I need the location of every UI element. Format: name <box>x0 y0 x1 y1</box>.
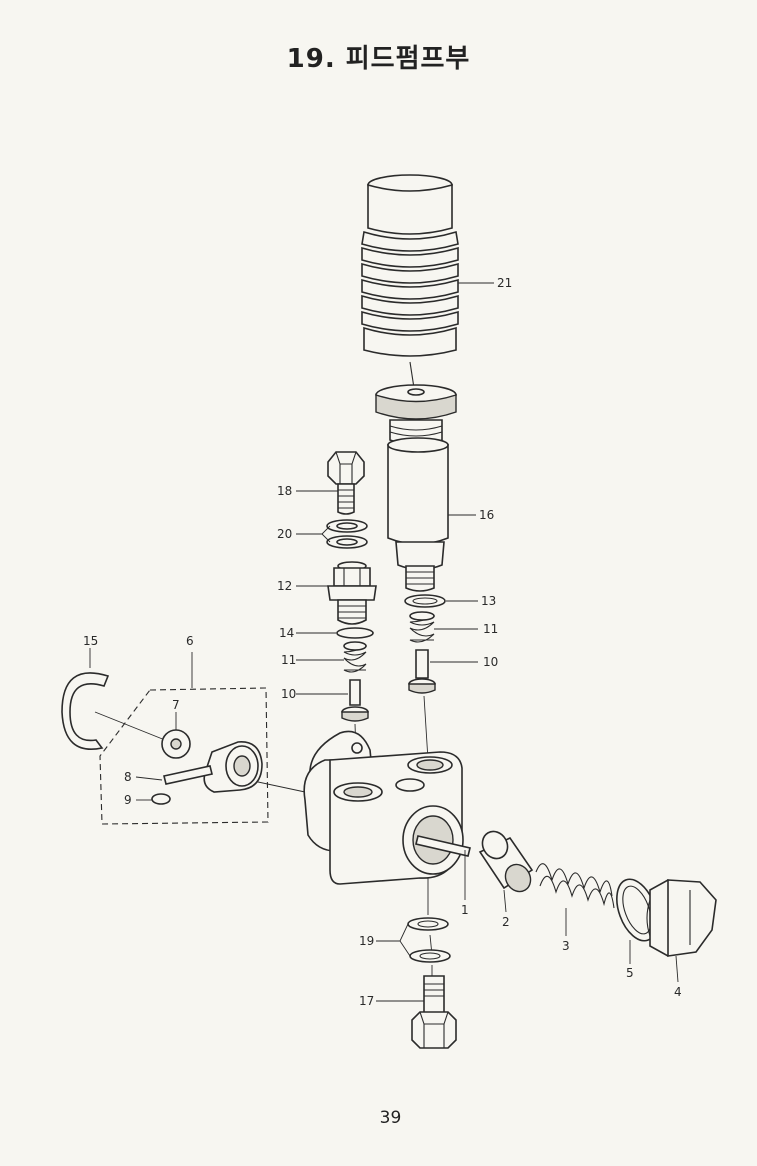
tappet-assembly-part-6 <box>99 652 269 825</box>
o-ring-part-14 <box>336 627 374 639</box>
callout-7: 7 <box>172 698 180 712</box>
callout-labels: 21 16 13 11 10 18 20 12 14 11 10 15 6 7 … <box>83 276 682 1008</box>
piston-part-2 <box>478 830 534 893</box>
callout-5: 5 <box>626 966 634 980</box>
plug-part-4 <box>646 879 717 957</box>
callout-leader-lines <box>89 282 679 1002</box>
page-number: 39 <box>379 1108 402 1128</box>
spring-part-11-right <box>409 611 436 643</box>
spring-part-11-left <box>343 641 368 673</box>
callout-12: 12 <box>277 579 292 593</box>
priming-pump-part-16 <box>375 384 457 592</box>
callout-19: 19 <box>359 934 374 948</box>
valve-part-10-right <box>408 649 436 694</box>
callout-4: 4 <box>674 985 682 999</box>
callout-16: 16 <box>479 508 494 522</box>
valve-part-10-left <box>341 679 369 722</box>
callout-14: 14 <box>279 626 294 640</box>
snap-ring-part-15 <box>61 672 110 750</box>
callout-15: 15 <box>83 634 98 648</box>
o-ring-part-13 <box>404 594 446 608</box>
callout-9: 9 <box>124 793 132 807</box>
callout-17: 17 <box>359 994 374 1008</box>
callout-11-right: 11 <box>483 622 498 636</box>
page-title: 19. 피드펌프부 <box>286 44 471 74</box>
callout-10-left: 10 <box>281 687 296 701</box>
callout-2: 2 <box>502 915 510 929</box>
callout-21: 21 <box>497 276 512 290</box>
bolt-part-17 <box>411 975 457 1049</box>
washers-part-19 <box>407 917 451 963</box>
callout-8: 8 <box>124 770 132 784</box>
fitting-part-12 <box>327 561 377 625</box>
bolt-part-18 <box>327 451 365 515</box>
callout-20: 20 <box>277 527 292 541</box>
pump-housing-part-1 <box>303 730 471 885</box>
callout-6: 6 <box>186 634 194 648</box>
spring-part-3 <box>535 863 615 909</box>
washers-part-20 <box>326 519 368 549</box>
bellows-part-21 <box>361 174 459 389</box>
callout-3: 3 <box>562 939 570 953</box>
callout-1: 1 <box>461 903 469 917</box>
callout-11-left: 11 <box>281 653 296 667</box>
callout-18: 18 <box>277 484 292 498</box>
callout-10-right: 10 <box>483 655 498 669</box>
callout-13: 13 <box>481 594 496 608</box>
